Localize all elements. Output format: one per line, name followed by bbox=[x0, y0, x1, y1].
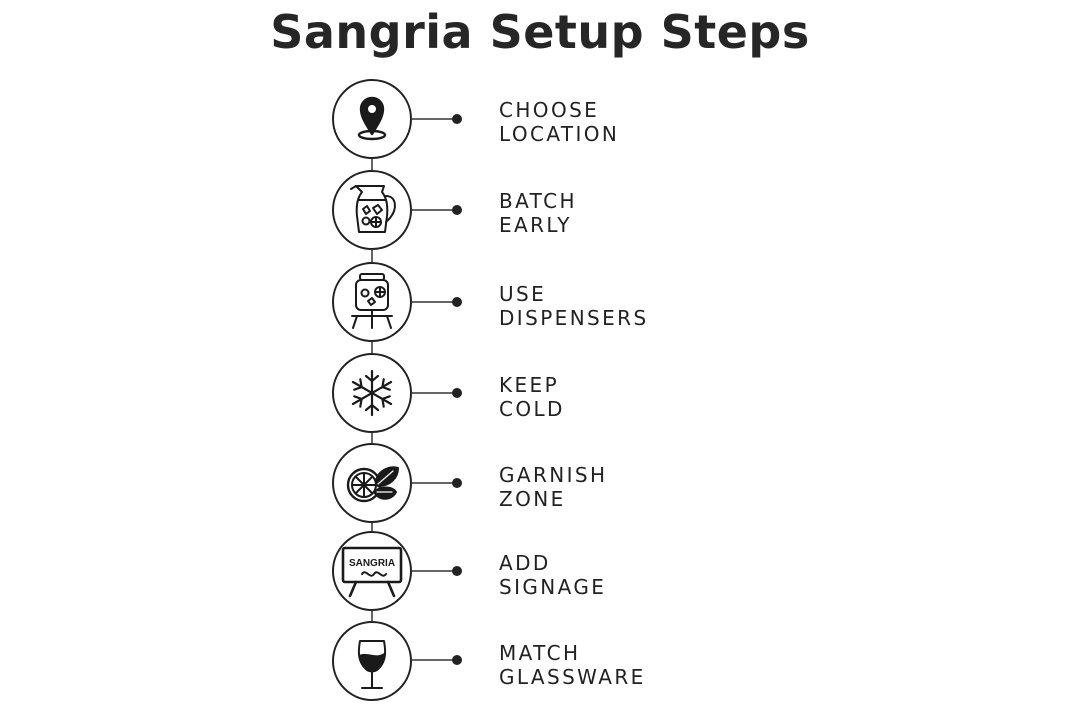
connector-dot bbox=[452, 655, 462, 665]
step-4 bbox=[332, 353, 462, 433]
step-label-line: ZONE bbox=[499, 487, 566, 511]
step-2 bbox=[332, 170, 462, 250]
step-7 bbox=[332, 621, 462, 701]
step-6: SANGRIA bbox=[332, 531, 462, 611]
step-label-line: KEEP bbox=[499, 373, 560, 397]
connector-dot bbox=[452, 297, 462, 307]
step-label-line: DISPENSERS bbox=[499, 306, 649, 330]
snowflake-icon bbox=[351, 369, 393, 417]
step-5 bbox=[332, 443, 462, 523]
page-title: Sangria Setup Steps bbox=[270, 5, 810, 59]
step-label-match-glassware: MATCH GLASSWARE bbox=[499, 641, 799, 689]
step-label-line: MATCH bbox=[499, 641, 581, 665]
step-label-choose-location: CHOOSE LOCATION bbox=[499, 98, 799, 146]
signage-easel-icon bbox=[341, 546, 403, 598]
step-label-line: SIGNAGE bbox=[499, 575, 607, 599]
step-3 bbox=[332, 262, 462, 342]
drink-dispenser-icon bbox=[351, 273, 393, 329]
step-label-line: CHOOSE bbox=[499, 98, 600, 122]
sign-text: SANGRIA bbox=[349, 558, 395, 569]
step-circle bbox=[332, 443, 412, 523]
step-label-batch-early: BATCH EARLY bbox=[499, 189, 799, 237]
step-label-garnish-zone: GARNISH ZONE bbox=[499, 463, 799, 511]
step-label-use-dispensers: USE DISPENSERS bbox=[499, 282, 799, 330]
step-1 bbox=[332, 79, 462, 159]
connector-dot bbox=[452, 205, 462, 215]
wine-glass-icon bbox=[357, 640, 387, 689]
location-pin-icon bbox=[357, 96, 387, 141]
step-circle bbox=[332, 170, 412, 250]
citrus-mint-icon bbox=[346, 466, 399, 503]
step-label-line: COLD bbox=[499, 397, 565, 421]
step-label-add-signage: ADD SIGNAGE bbox=[499, 551, 799, 599]
connector-dot bbox=[452, 478, 462, 488]
step-label-line: GARNISH bbox=[499, 463, 608, 487]
step-label-line: USE bbox=[499, 282, 547, 306]
step-label-line: BATCH bbox=[499, 189, 577, 213]
connector-dot bbox=[452, 566, 462, 576]
step-label-line: ADD bbox=[499, 551, 551, 575]
connector-dot bbox=[452, 388, 462, 398]
pitcher-icon bbox=[350, 185, 396, 233]
step-label-line: LOCATION bbox=[499, 122, 620, 146]
step-label-line: GLASSWARE bbox=[499, 665, 646, 689]
step-circle bbox=[332, 531, 412, 611]
step-label-line: EARLY bbox=[499, 213, 572, 237]
connector-dot bbox=[452, 114, 462, 124]
step-label-keep-cold: KEEP COLD bbox=[499, 373, 799, 421]
